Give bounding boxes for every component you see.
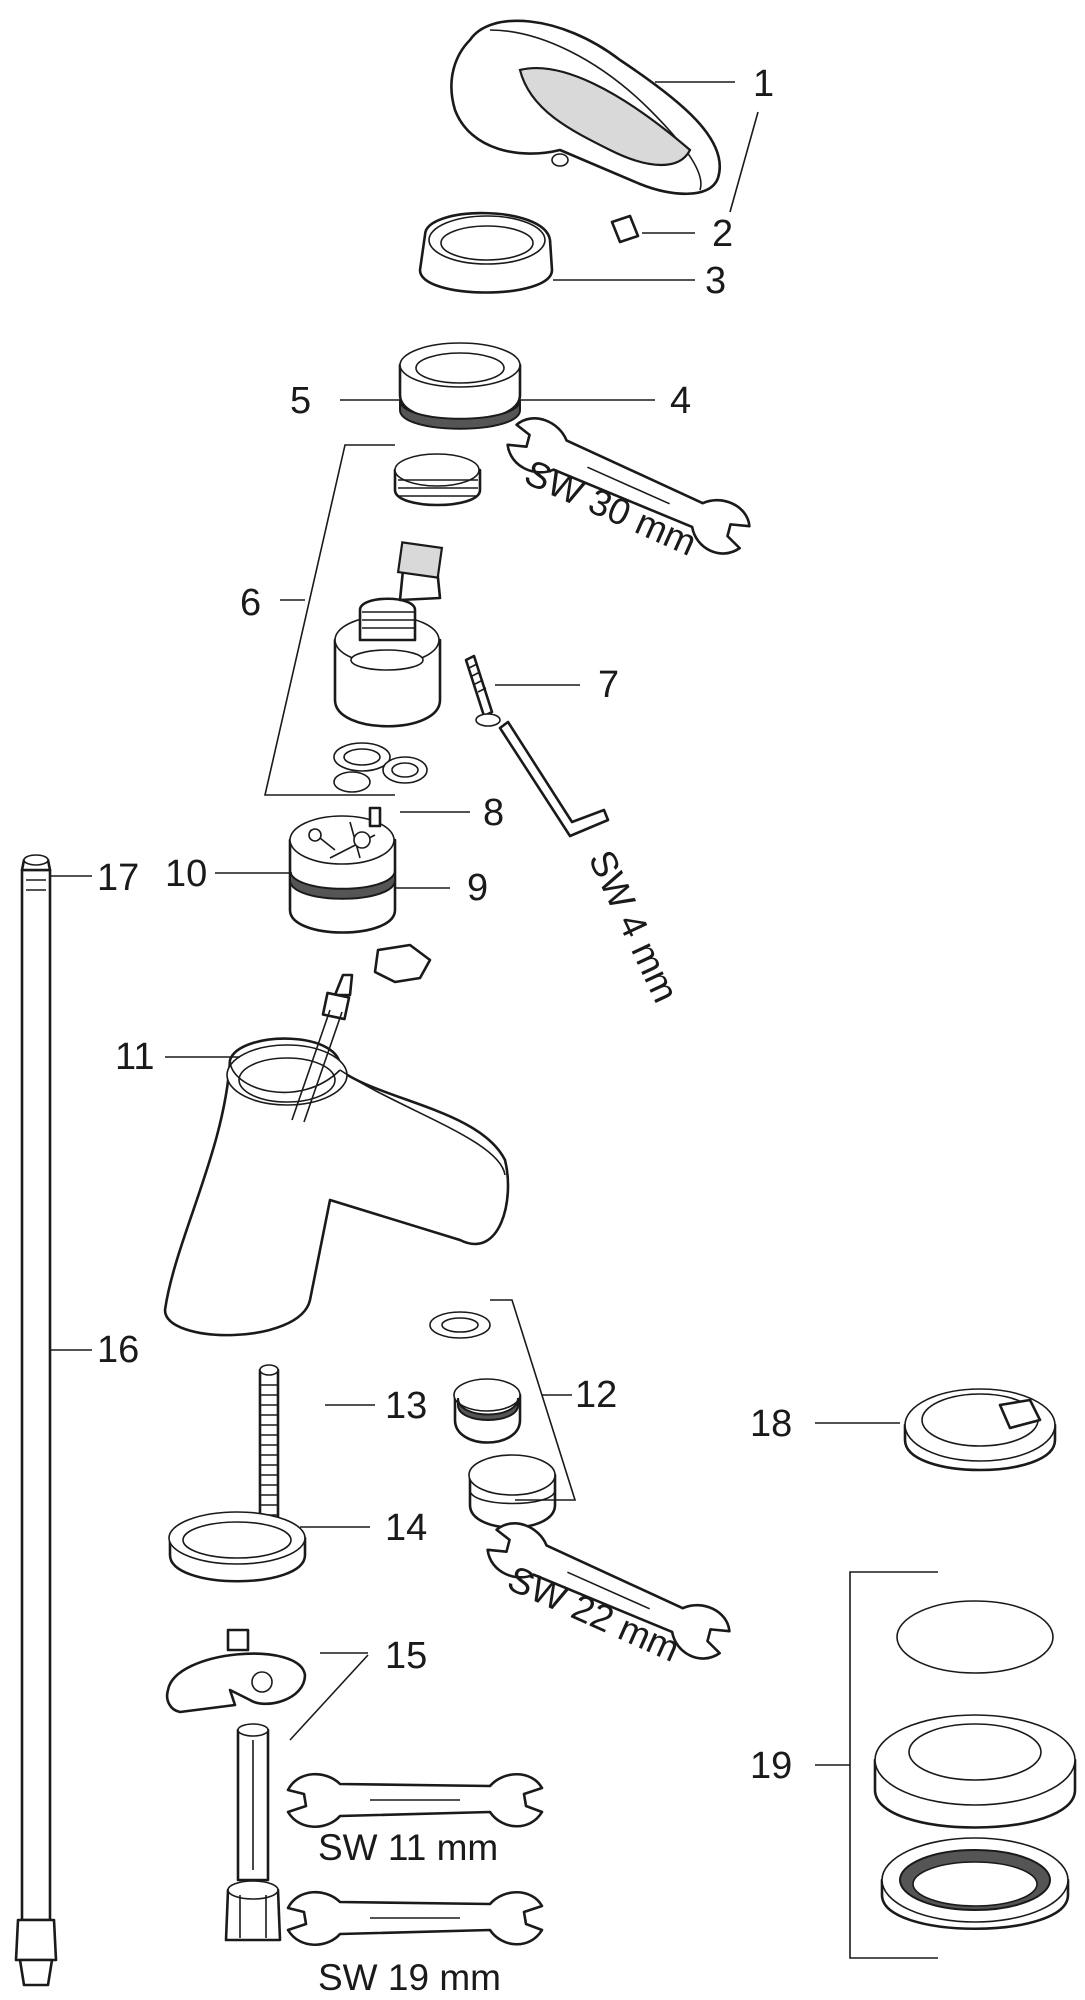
- valve-insert-part: [288, 806, 397, 934]
- tool-label-sw4: SW 4 mm: [581, 844, 687, 1009]
- supply-hose-part: [14, 854, 58, 1987]
- callout-15: 15: [385, 1635, 427, 1677]
- callout-2: 2: [712, 213, 733, 255]
- allen-key-icon-sw4: [498, 720, 610, 838]
- set-screw-part: [610, 214, 640, 244]
- drain-cover-part: [903, 1388, 1057, 1472]
- base-ring-part: [168, 1511, 307, 1583]
- tool-label-sw19: SW 19 mm: [318, 1957, 501, 1998]
- lever-handle-part: [450, 19, 721, 196]
- mounting-fittings-part: [165, 1628, 307, 1942]
- callout-5: 5: [290, 380, 311, 422]
- wrench-icon-sw11: [286, 1772, 544, 1829]
- callout-6: 6: [240, 582, 261, 624]
- callout-13: 13: [385, 1385, 427, 1427]
- mixer-body-part: [163, 973, 510, 1337]
- callout-17: 17: [97, 857, 139, 899]
- leader-2: [729, 111, 759, 213]
- screw-part: [464, 654, 501, 727]
- callout-19: 19: [750, 1745, 792, 1787]
- drain-set-part: [873, 1600, 1077, 1930]
- leader-15: [289, 1652, 369, 1741]
- clip-part: [373, 943, 432, 984]
- o-rings-part: [333, 742, 428, 793]
- callout-10: 10: [165, 853, 207, 895]
- callout-9: 9: [467, 867, 488, 909]
- callout-3: 3: [705, 260, 726, 302]
- bracket-12: [490, 1299, 577, 1501]
- cover-cap-part: [418, 211, 554, 294]
- cartridge-assembly-part: [333, 453, 482, 728]
- callout-7: 7: [598, 664, 619, 706]
- hex-nut-part: [398, 342, 522, 430]
- tool-label-sw11: SW 11 mm: [318, 1827, 498, 1868]
- callout-1: 1: [753, 63, 774, 105]
- callout-16: 16: [97, 1329, 139, 1371]
- callout-18: 18: [750, 1403, 792, 1445]
- callout-4: 4: [670, 380, 691, 422]
- callout-14: 14: [385, 1507, 427, 1549]
- bracket-6: [263, 444, 395, 796]
- callout-11: 11: [115, 1036, 154, 1078]
- wrench-icon-sw19: [286, 1890, 544, 1947]
- callout-8: 8: [483, 792, 504, 834]
- aerator-set-part: [429, 1311, 557, 1529]
- callout-12: 12: [575, 1374, 617, 1416]
